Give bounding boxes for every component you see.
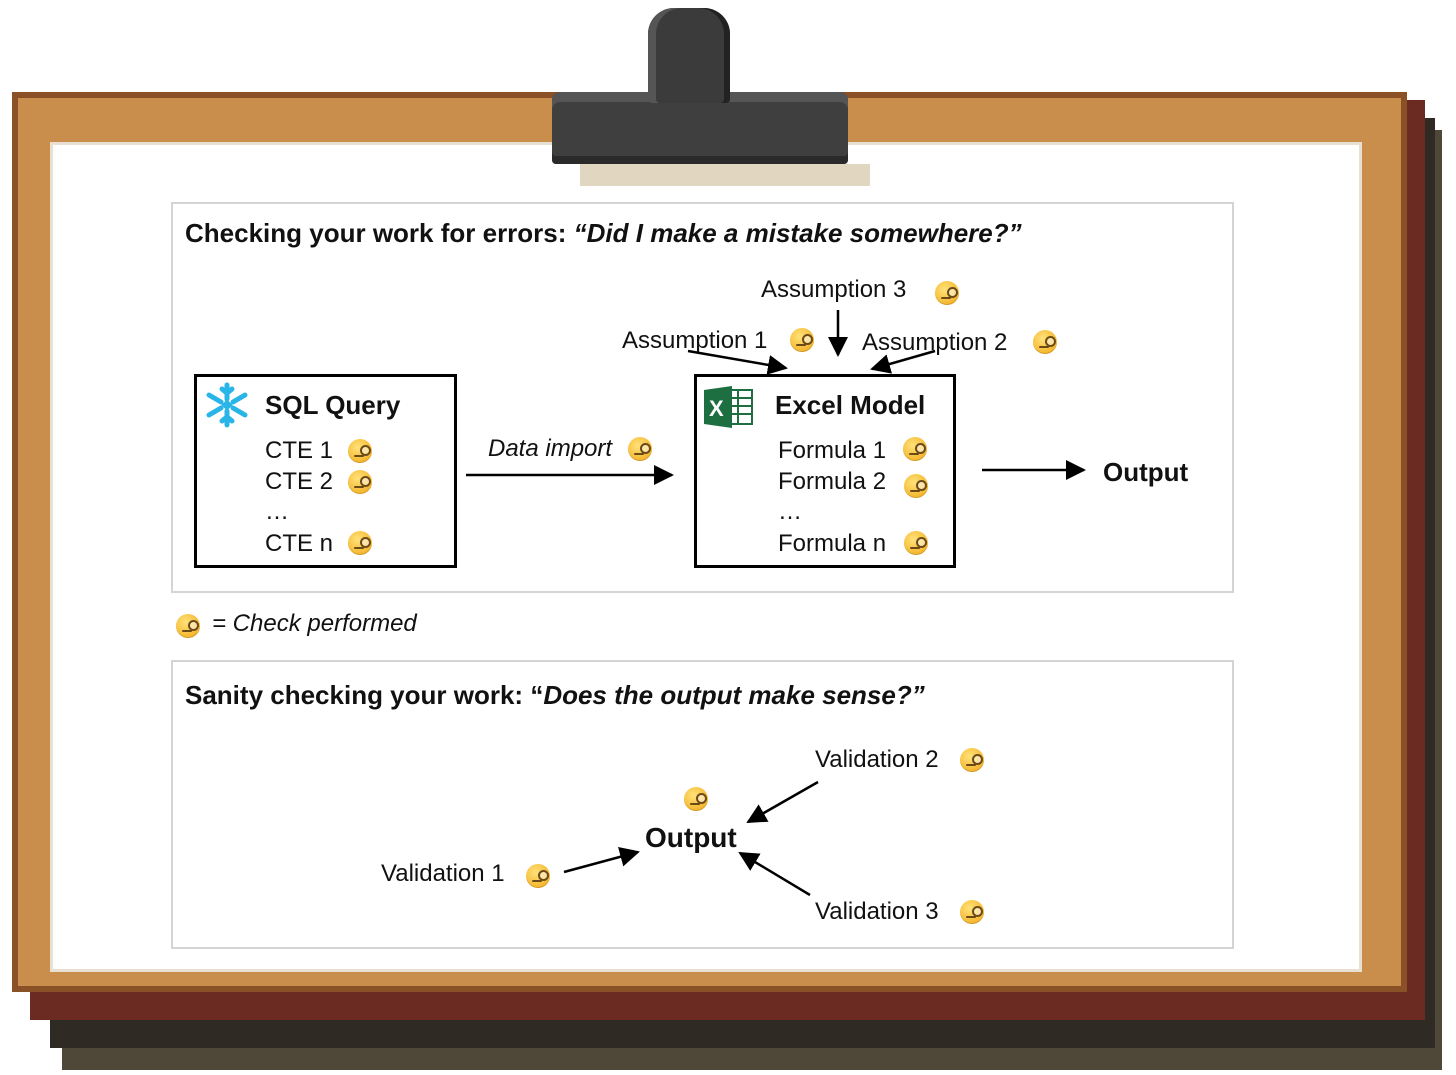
cte-item: CTE n <box>265 530 334 557</box>
cte-item: CTE 1 <box>265 437 334 464</box>
monocle-face-icon <box>526 864 550 888</box>
clipboard-clip <box>552 92 848 164</box>
cte-ellipsis: … <box>265 498 289 525</box>
output-label: Output <box>1103 457 1189 487</box>
monocle-face-icon <box>960 748 984 772</box>
validation-1-label: Validation 1 <box>381 860 505 887</box>
monocle-face-icon <box>628 437 652 461</box>
sql-query-box <box>194 374 457 568</box>
validation-3-label: Validation 3 <box>815 898 939 925</box>
error-check-title: Checking your work for errors: “Did I ma… <box>185 218 1022 249</box>
formula-item: Formula 1 <box>778 437 887 464</box>
assumption-1-label: Assumption 1 <box>622 327 768 354</box>
excel-icon: X <box>704 386 753 428</box>
monocle-face-icon <box>935 281 959 305</box>
validation-2-label: Validation 2 <box>815 746 939 773</box>
validation-3-arrow <box>738 851 811 897</box>
monocle-face-icon <box>790 328 814 352</box>
sanity-check-title-lead: Sanity checking your work: “ <box>185 680 544 710</box>
monocle-face-icon <box>348 470 372 494</box>
assumption-3-label: Assumption 3 <box>761 276 907 303</box>
monocle-face-icon <box>1033 330 1057 354</box>
formula-item: Formula 2 <box>778 468 887 495</box>
legend-text: = Check performed <box>212 610 417 637</box>
sanity-check-title: Sanity checking your work: “Does the out… <box>185 680 925 711</box>
formula-ellipsis: … <box>778 498 802 525</box>
assumption-1-arrow <box>687 349 788 375</box>
sanity-check-title-quote: Does the output make sense?” <box>543 680 925 710</box>
monocle-face-icon <box>348 439 372 463</box>
assumption-2-arrow <box>870 349 936 374</box>
monocle-face-icon <box>960 900 984 924</box>
monocle-face-icon <box>903 437 927 461</box>
error-check-title-quote: “Did I make a mistake somewhere?” <box>573 218 1022 248</box>
clip-shadow <box>580 164 870 186</box>
validation-2-arrow <box>746 780 819 824</box>
snowflake-icon <box>206 382 248 428</box>
monocle-face-icon <box>348 531 372 555</box>
cte-item: CTE 2 <box>265 468 334 495</box>
excel-model-title: Excel Model <box>775 390 926 420</box>
clipboard-clip-knob <box>648 8 730 103</box>
monocle-face-icon <box>684 787 708 811</box>
data-import-label: Data import <box>488 435 613 462</box>
sql-query-title: SQL Query <box>265 390 401 420</box>
output-label-center: Output <box>645 822 737 853</box>
monocle-face-icon <box>904 474 928 498</box>
monocle-face-icon <box>176 614 200 638</box>
error-check-title-lead: Checking your work for errors: <box>185 218 574 248</box>
monocle-face-icon <box>904 531 928 555</box>
validation-1-arrow <box>563 847 640 874</box>
formula-item: Formula n <box>778 530 887 557</box>
svg-text:X: X <box>709 396 724 421</box>
